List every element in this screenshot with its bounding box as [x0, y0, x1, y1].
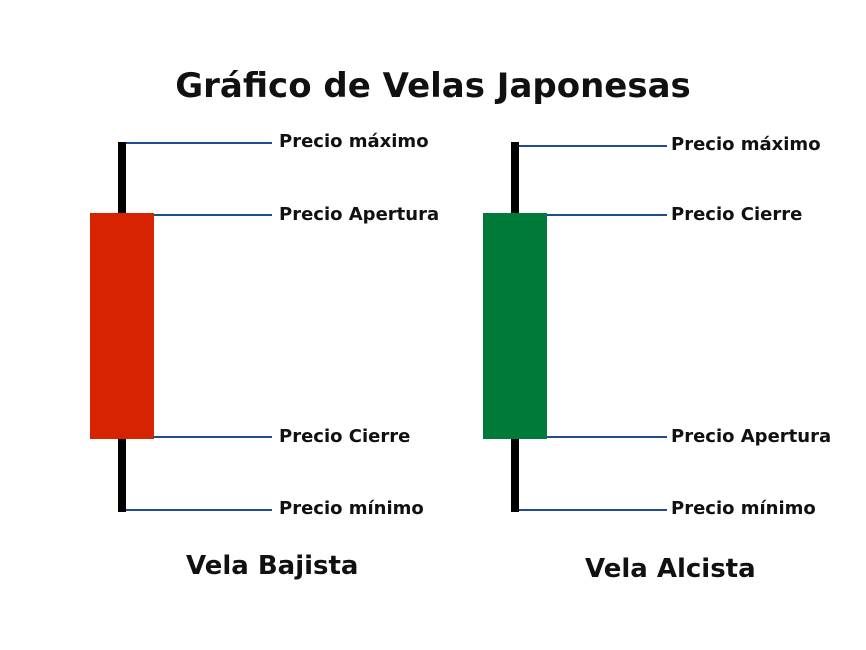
bearish-caption: Vela Bajista [186, 551, 359, 581]
label-low: Precio mínimo [671, 498, 816, 519]
label-close: Precio Cierre [671, 204, 803, 225]
label-low: Precio mínimo [279, 498, 424, 519]
label-close: Precio Cierre [279, 426, 411, 447]
label-open: Precio Apertura [671, 426, 832, 447]
bullish-body [483, 213, 547, 439]
diagram-title: Gráfico de Velas Japonesas [175, 66, 691, 106]
label-open: Precio Apertura [279, 204, 440, 225]
bullish-caption: Vela Alcista [585, 554, 756, 584]
label-high: Precio máximo [279, 131, 429, 152]
label-high: Precio máximo [671, 134, 821, 155]
bearish-body [90, 213, 154, 439]
